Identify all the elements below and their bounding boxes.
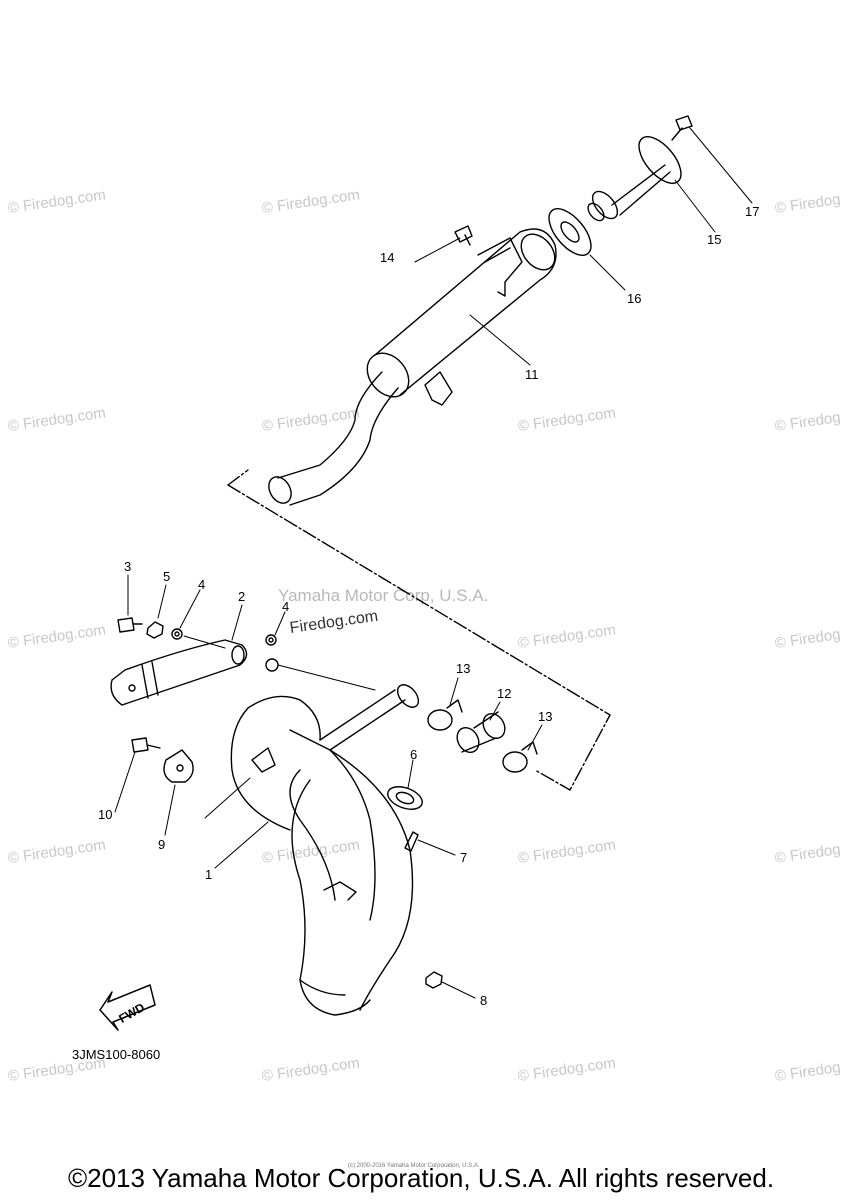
callout-7: 7 — [460, 850, 468, 865]
exhaust-nut — [425, 971, 443, 989]
forward-arrow — [99, 984, 156, 1031]
callout-13: 13 — [456, 661, 471, 676]
muffler-bolt — [454, 225, 473, 246]
copyright-notice: ©2013 Yamaha Motor Corporation, U.S.A. A… — [67, 1163, 775, 1193]
pipe-bracket — [110, 639, 248, 706]
callout-3: 3 — [124, 559, 132, 574]
assembly-reference-line — [227, 484, 611, 791]
callout-13: 13 — [538, 709, 553, 724]
callout-10: 10 — [98, 807, 113, 822]
pipe-clamp — [427, 699, 463, 731]
callout-15: 15 — [707, 232, 722, 247]
center-credit: Yamaha Motor Corp, U.S.A. — [278, 586, 489, 605]
end-cap-bolt — [671, 115, 693, 141]
joint-sleeve — [456, 711, 506, 754]
muffler — [268, 228, 557, 506]
assembly-reference-line — [227, 469, 249, 486]
callout-5: 5 — [163, 569, 171, 584]
callout-12: 12 — [497, 686, 512, 701]
diagram-code: 3JMS100-8060 — [72, 1047, 161, 1062]
callout-16: 16 — [627, 291, 642, 306]
bracket-washer — [265, 634, 277, 646]
exhaust-stud — [404, 831, 419, 852]
callout-11: 11 — [525, 367, 539, 382]
stay-bracket — [163, 749, 194, 783]
callout-17: 17 — [745, 204, 760, 219]
bracket-collar — [265, 658, 279, 672]
bracket-bolt — [117, 617, 143, 633]
callout-14: 14 — [380, 250, 395, 265]
callout-6: 6 — [410, 747, 418, 762]
callout-1: 1 — [205, 867, 213, 882]
callout-4: 4 — [198, 577, 206, 592]
tiny-credit: (c) 2000-2016 Yamaha Motor Corporation, … — [348, 1163, 480, 1169]
callout-8: 8 — [480, 993, 488, 1008]
bracket-nut — [146, 621, 164, 639]
exhaust-pipe — [230, 684, 420, 1016]
callout-4: 4 — [282, 599, 290, 614]
bracket-washer — [171, 628, 183, 640]
leader-lines — [114, 127, 753, 999]
spark-arrester — [587, 136, 682, 222]
exhaust-gasket — [387, 786, 423, 810]
muffler-gasket — [548, 208, 592, 256]
stay-bolt — [131, 737, 161, 753]
pipe-clamp — [502, 741, 538, 773]
callout-2: 2 — [238, 589, 246, 604]
callout-9: 9 — [158, 837, 166, 852]
